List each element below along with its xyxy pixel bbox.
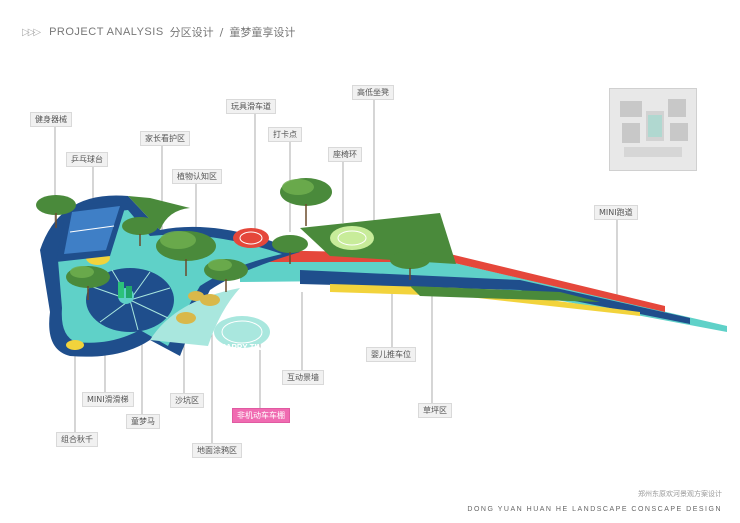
label-fitness: 健身器械 xyxy=(30,112,72,127)
header-title-cn-2: 童梦童享设计 xyxy=(229,26,296,39)
header-title-cn-1: 分区设计 xyxy=(169,26,214,39)
label-toy-track: 玩具滑车道 xyxy=(226,99,276,114)
footer-design-title: DONG YUAN HUAN HE LANDSCAPE CONSCAPE DES… xyxy=(467,506,722,513)
happy-time-text: HAPPY TIME xyxy=(220,343,269,352)
label-rocking-horse: 童梦马 xyxy=(126,414,160,429)
label-mini-slide: MINI滑滑梯 xyxy=(82,392,134,407)
label-pingpong: 乒乓球台 xyxy=(66,152,108,167)
page-header: ▷▷▷ PROJECT ANALYSIS 分区设计 / 童梦童享设计 xyxy=(22,24,295,40)
label-pavement-paint: 地面涂鸦区 xyxy=(192,443,242,458)
label-sandpit: 沙坑区 xyxy=(170,393,204,408)
label-stroller: 婴儿推车位 xyxy=(366,347,416,362)
label-parent-care: 家长看护区 xyxy=(140,131,190,146)
label-check-point: 打卡点 xyxy=(268,127,302,142)
label-plant-zone: 植物认知区 xyxy=(172,169,222,184)
header-separator: / xyxy=(219,25,224,39)
plaza-area xyxy=(40,195,374,357)
label-interactive-wall: 互动景墙 xyxy=(282,370,324,385)
label-bike-parking: 非机动车车棚 xyxy=(232,408,290,423)
trees xyxy=(36,178,430,300)
label-high-low-seat: 高低坐凳 xyxy=(352,85,394,100)
label-swing: 组合秋千 xyxy=(56,432,98,447)
footer-project-name: 郑州东原欢河景观方案设计 xyxy=(638,490,722,498)
chevrons-icon: ▷▷▷ xyxy=(22,26,41,38)
label-mini-track: MINI跑道 xyxy=(594,205,638,220)
label-lawn: 草坪区 xyxy=(418,403,452,418)
promenade-strips xyxy=(240,213,727,332)
label-seat-ring: 座椅环 xyxy=(328,147,362,162)
header-title-en: PROJECT ANALYSIS xyxy=(49,26,164,38)
location-mini-map xyxy=(609,88,697,171)
